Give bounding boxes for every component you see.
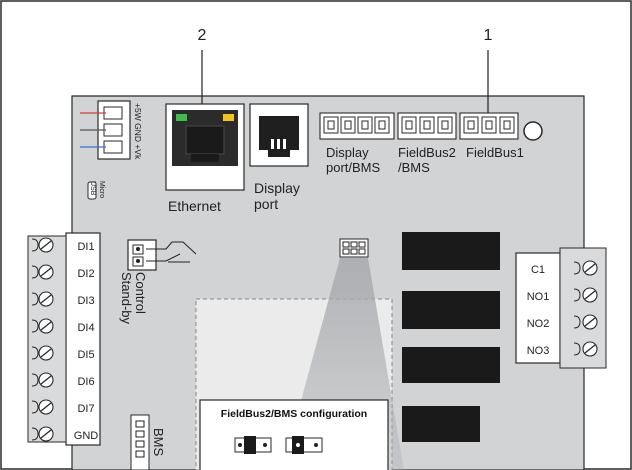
display-port-label-1: Display bbox=[254, 180, 300, 196]
fieldbus2-bms-config-panel: FieldBus2/BMS configuration bbox=[199, 399, 389, 470]
micro-usb-label-1: Micro bbox=[98, 181, 105, 198]
control-label: Control bbox=[133, 272, 148, 314]
di-label-8: GND bbox=[74, 430, 99, 442]
output-label-no3: NO3 bbox=[527, 345, 550, 357]
config-jumper-header bbox=[339, 238, 369, 258]
di-screw-8 bbox=[31, 426, 54, 442]
micro-usb-label-2: USB bbox=[89, 181, 96, 196]
jumper-2 bbox=[285, 436, 323, 454]
di-label-3: DI3 bbox=[77, 295, 94, 307]
di-label-1: DI1 bbox=[77, 241, 94, 253]
output-label-no1: NO1 bbox=[527, 291, 550, 303]
output-screw-1 bbox=[573, 260, 598, 276]
display-port-label-2: port bbox=[254, 196, 278, 212]
di-label-6: DI6 bbox=[77, 376, 94, 388]
output-screw-2 bbox=[573, 287, 598, 303]
relay-3 bbox=[402, 347, 500, 383]
bms-connector: BMS bbox=[130, 414, 166, 470]
jumper-1 bbox=[234, 436, 272, 454]
bms-label: BMS bbox=[151, 428, 166, 457]
display-port-bms-label-2: port/BMS bbox=[326, 160, 381, 175]
di-screw-6 bbox=[31, 372, 54, 388]
digital-input-terminal bbox=[27, 232, 101, 446]
power-pin-labels: +5W GND +Vk bbox=[133, 103, 143, 160]
standby-connector: Control Stand-by bbox=[119, 239, 197, 325]
relay-2 bbox=[402, 291, 500, 329]
ethernet-led-yellow bbox=[223, 114, 234, 121]
di-screw-5 bbox=[31, 345, 54, 361]
di-screw-1 bbox=[31, 237, 54, 253]
micro-usb-port: Micro USB bbox=[87, 181, 105, 200]
fieldbus2-bms-header: FieldBus2 /BMS bbox=[397, 112, 457, 175]
fieldbus1-header: FieldBus1 bbox=[459, 112, 524, 160]
output-label-c1: C1 bbox=[531, 264, 545, 276]
power-terminal: +5W GND +Vk bbox=[80, 100, 143, 160]
standby-switch-symbol bbox=[146, 241, 197, 263]
relay-1 bbox=[402, 232, 500, 270]
display-port-connector: Display port bbox=[249, 103, 309, 212]
output-screw-3 bbox=[573, 314, 598, 330]
di-screw-2 bbox=[31, 264, 54, 280]
output-screw-4 bbox=[573, 341, 598, 357]
fieldbus2-bms-label-1: FieldBus2 bbox=[398, 145, 456, 160]
display-port-bms-header: Display port/BMS bbox=[319, 112, 395, 175]
mounting-hole bbox=[523, 121, 543, 141]
ethernet-label: Ethernet bbox=[168, 198, 221, 214]
di-label-4: DI4 bbox=[77, 322, 94, 334]
di-label-2: DI2 bbox=[77, 268, 94, 280]
di-label-5: DI5 bbox=[77, 349, 94, 361]
di-screw-4 bbox=[31, 318, 54, 334]
callout-2: 2 bbox=[198, 27, 207, 44]
callout-1: 1 bbox=[484, 27, 493, 44]
standby-label: Stand-by bbox=[119, 272, 134, 325]
fieldbus1-label: FieldBus1 bbox=[466, 145, 524, 160]
config-panel-title: FieldBus2/BMS configuration bbox=[221, 408, 367, 420]
di-screw-7 bbox=[31, 399, 54, 415]
output-label-no2: NO2 bbox=[527, 318, 550, 330]
ethernet-led-green bbox=[176, 114, 187, 121]
ethernet-port: Ethernet bbox=[165, 103, 245, 214]
di-label-7: DI7 bbox=[77, 403, 94, 415]
fieldbus2-bms-label-2: /BMS bbox=[398, 160, 430, 175]
relay-4 bbox=[402, 406, 480, 442]
display-port-bms-label-1: Display bbox=[326, 145, 369, 160]
di-screw-3 bbox=[31, 291, 54, 307]
